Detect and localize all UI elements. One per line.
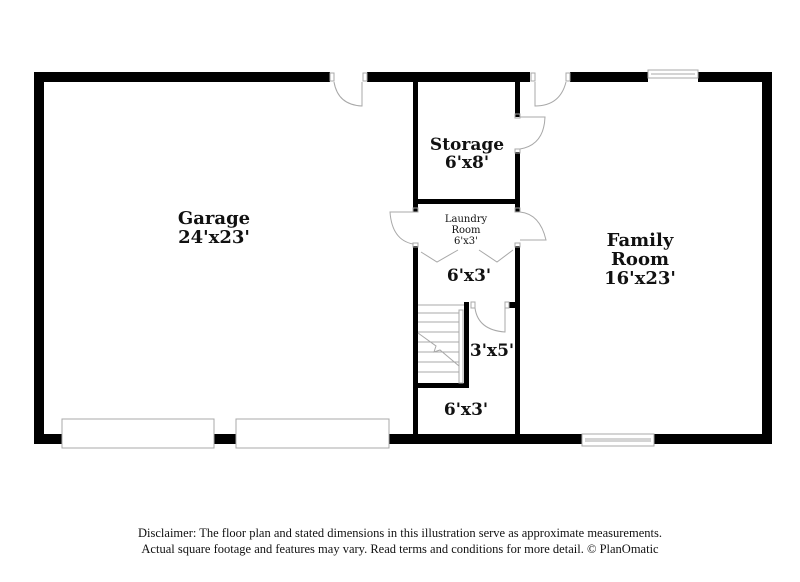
wall-left [34, 72, 44, 444]
room-dimensions: 6'x3' [446, 266, 492, 286]
door-garage-top [333, 81, 363, 107]
room-dimensions: 16'x23' [604, 267, 676, 289]
wall-bottom-left [34, 434, 62, 444]
room-dimensions: 6'x3' [454, 236, 478, 247]
window-family-bottom [581, 433, 655, 447]
door-closet [474, 307, 506, 333]
wall-top-middle [367, 72, 530, 82]
door-family-top [534, 81, 567, 107]
disclaimer-line-1: Disclaimer: The floor plan and stated di… [138, 526, 662, 540]
room-label-closet: 3'x5' [469, 341, 515, 361]
wall-bottom-between-doors [214, 434, 236, 444]
wall-top-garage [34, 72, 330, 82]
disclaimer-line-2: Actual square footage and features may v… [141, 542, 659, 556]
room-label-storage: Storage 6'x8' [429, 135, 505, 173]
door-laundry-left [389, 211, 414, 245]
room-label-bottom: 6'x3' [443, 400, 489, 420]
wall-garage-right [413, 72, 418, 212]
room-dimensions: 24'x23' [178, 226, 250, 248]
wall-stair-bottom [413, 383, 469, 388]
room-name-line2: Room [610, 248, 670, 270]
wall-garage-right-lower [413, 246, 418, 439]
room-label-laundry: Laundry Room 6'x3' [445, 214, 487, 247]
room-dimensions: 6'x8' [444, 152, 490, 173]
door-storage [519, 116, 546, 150]
wall-top-family-right [698, 72, 772, 82]
wall-bottom-right [654, 434, 772, 444]
room-name-line1: Laundry [444, 214, 488, 225]
fixtures [61, 69, 699, 449]
wall-bottom-middle [389, 434, 582, 444]
wall-storage-right-bottom [515, 152, 520, 212]
window-family-top [647, 69, 699, 79]
garage-door-right [235, 418, 390, 449]
room-name-line1: Family [606, 230, 674, 251]
room-label-hall: 6'x3' [446, 266, 492, 286]
bifold-door [420, 249, 459, 263]
room-label-family-room: Family Room 16'x23' [604, 230, 676, 289]
room-dimensions: 3'x5' [469, 341, 515, 361]
disclaimer: Disclaimer: The floor plan and stated di… [0, 525, 800, 557]
walls [34, 72, 772, 444]
room-name-line2: Room [451, 225, 481, 236]
wall-right [762, 72, 772, 444]
stairs [417, 304, 464, 384]
wall-closet-stub [509, 302, 515, 308]
wall-stair-right [464, 302, 469, 388]
room-dimensions: 6'x3' [443, 400, 489, 420]
wall-storage-bottom [413, 199, 520, 204]
door-laundry-right [519, 211, 547, 241]
wall-laundry-right-lower [515, 246, 520, 439]
wall-top-family-left [570, 72, 648, 82]
wall-storage-right-top [515, 72, 520, 117]
room-label-garage: Garage 24'x23' [177, 208, 251, 248]
garage-door-left [61, 418, 215, 449]
room-name: Storage [429, 135, 505, 155]
room-name: Garage [177, 208, 251, 229]
